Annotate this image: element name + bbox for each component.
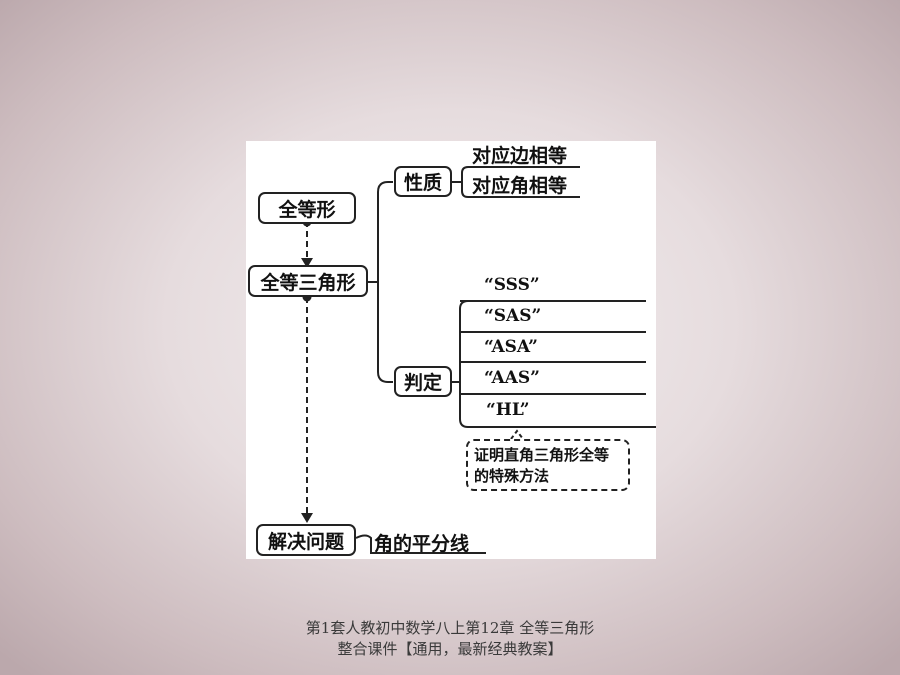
application-item: 角的平分线 [374,533,470,555]
criteria-item-sas: “SAS” [484,306,542,326]
root-node: 全等形 [258,192,356,224]
criteria-node: 判定 [394,366,452,397]
application-node: 解决问题 [256,524,356,556]
knowledge-map: 全等形 全等三角形 性质 对应边相等 对应角相等 判定 “SSS” “SAS” … [246,141,656,559]
property-node: 性质 [394,166,452,197]
slide-caption: 第1套人教初中数学八上第12章 全等三角形整合课件【通用，最新经典教案】 [305,619,595,658]
criteria-item-aas: “AAS” [484,368,540,388]
hl-note: 证明直角三角形全等的特殊方法 [466,439,630,491]
connector-lines [301,166,656,554]
property-item-angles: 对应角相等 [472,175,568,197]
property-item-sides: 对应边相等 [472,145,568,167]
main-node: 全等三角形 [248,265,368,297]
criteria-item-asa: “ASA” [484,337,538,357]
criteria-item-hl: “HL” [486,400,530,420]
criteria-item-sss: “SSS” [484,275,540,295]
